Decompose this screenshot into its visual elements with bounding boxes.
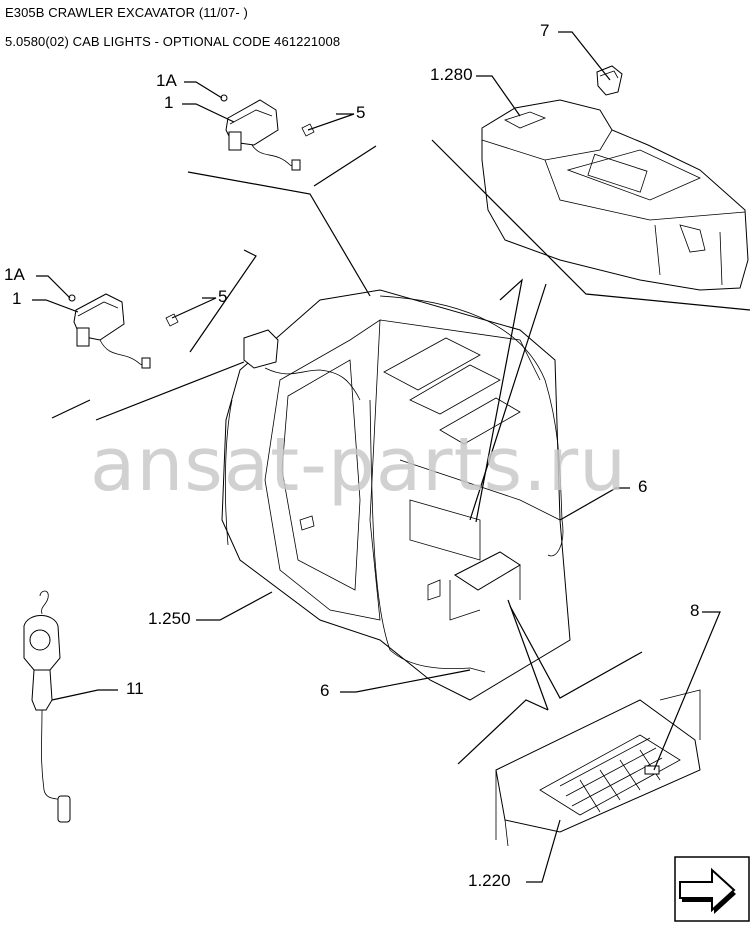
callout-5-top: 5 xyxy=(356,103,365,122)
watermark-text: ansat-parts.ru xyxy=(90,422,628,508)
callout-8: 8 xyxy=(690,601,699,620)
callout-6-right: 6 xyxy=(638,477,647,496)
next-page-arrow-icon[interactable] xyxy=(674,856,750,922)
callout-1280: 1.280 xyxy=(430,65,473,84)
fuse-box-part xyxy=(495,689,701,847)
callout-11: 11 xyxy=(126,679,144,698)
leader-lines xyxy=(32,31,751,883)
hand-lamp-part xyxy=(23,590,71,823)
diagram-subtitle: 5.0580(02) CAB LIGHTS - OPTIONAL CODE 46… xyxy=(5,34,341,49)
callout-1250: 1.250 xyxy=(148,609,191,628)
cab-part xyxy=(221,289,571,701)
work-lamp-top xyxy=(220,94,315,171)
callout-6-bottom: 6 xyxy=(320,681,329,700)
callout-1a-top: 1A xyxy=(156,71,177,90)
callout-1220: 1.220 xyxy=(468,871,511,890)
callout-7: 7 xyxy=(540,21,549,40)
callout-1a-left: 1A xyxy=(4,265,25,284)
callout-1-top: 1 xyxy=(164,93,173,112)
callout-labels: 7 1.280 1A 1 5 1A 1 5 6 1.250 11 6 8 1.2… xyxy=(4,21,699,890)
callout-1-left: 1 xyxy=(12,289,21,308)
console-part xyxy=(481,99,749,291)
callout-5-left: 5 xyxy=(218,287,227,306)
switch-part xyxy=(596,65,623,96)
diagram-title: E305B CRAWLER EXCAVATOR (11/07- ) xyxy=(5,5,248,20)
work-lamp-left xyxy=(68,293,179,369)
